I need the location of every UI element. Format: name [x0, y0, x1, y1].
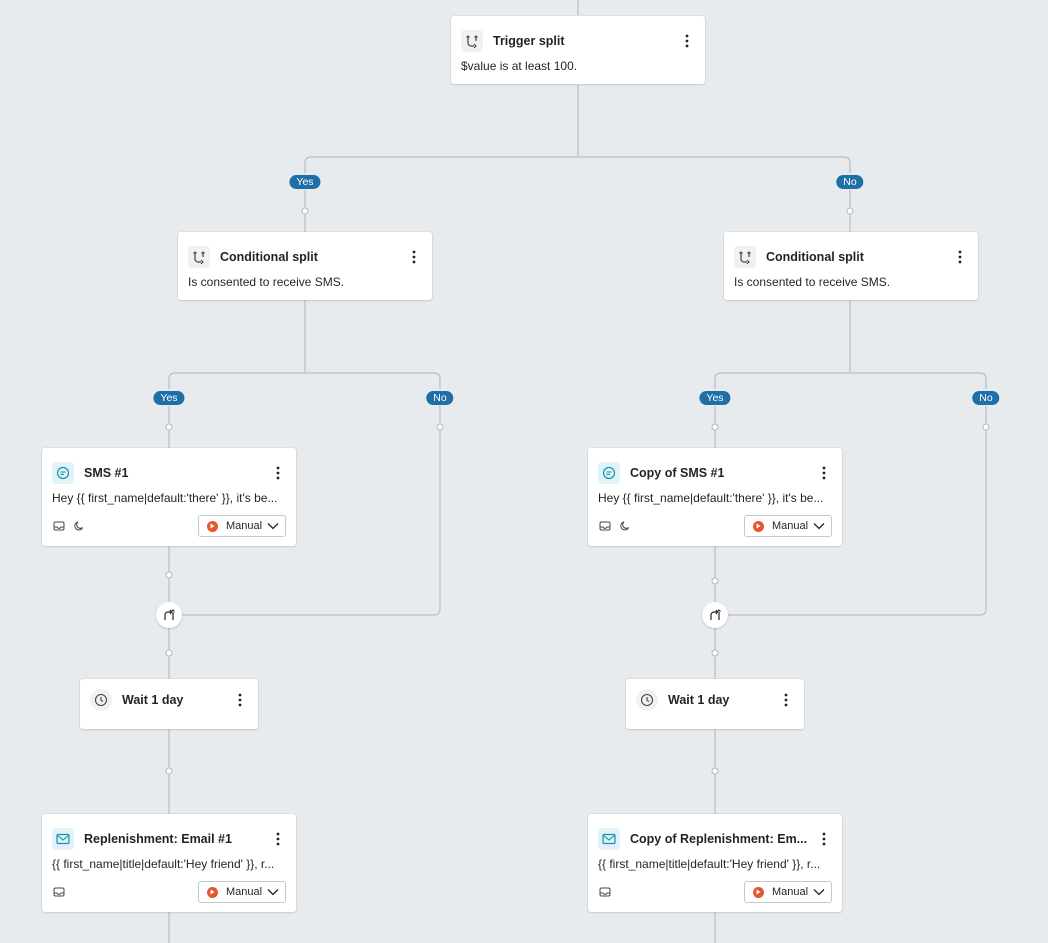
wait-card-right[interactable]: Wait 1 day: [626, 679, 804, 729]
merge-branches-button[interactable]: [156, 602, 182, 628]
inbox-icon: [599, 520, 611, 532]
merge-branches-button[interactable]: [702, 602, 728, 628]
sms-title: SMS #1: [84, 466, 129, 480]
quiet-hours-icon: [73, 520, 85, 532]
sending-mode-select[interactable]: Manual: [744, 881, 832, 903]
manual-status-icon: [753, 520, 764, 532]
more-options-icon[interactable]: [270, 464, 286, 482]
split-icon: [734, 246, 756, 268]
email-title: Copy of Replenishment: Em...: [630, 832, 808, 846]
split-icon: [461, 30, 483, 52]
clock-icon: [636, 689, 658, 711]
sending-mode-label: Manual: [772, 886, 809, 898]
manual-status-icon: [753, 886, 764, 898]
more-options-icon[interactable]: [232, 691, 248, 709]
yes-badge: Yes: [289, 175, 321, 189]
email-card-left[interactable]: Replenishment: Email #1 {{ first_name|ti…: [42, 814, 296, 912]
email-preview: {{ first_name|title|default:'Hey friend'…: [598, 857, 821, 871]
sms-preview: Hey {{ first_name|default:'there' }}, it…: [52, 491, 278, 505]
more-options-icon[interactable]: [816, 464, 832, 482]
sms-card-left[interactable]: SMS #1 Hey {{ first_name|default:'there'…: [42, 448, 296, 546]
email-card-right[interactable]: Copy of Replenishment: Em... {{ first_na…: [588, 814, 842, 912]
sending-mode-select[interactable]: Manual: [198, 881, 286, 903]
sending-mode-label: Manual: [772, 520, 809, 532]
more-options-icon[interactable]: [778, 691, 794, 709]
more-options-icon[interactable]: [679, 32, 695, 50]
conditional-split-card-left[interactable]: Conditional split Is consented to receiv…: [178, 232, 432, 300]
trigger-split-description: $value is at least 100.: [461, 59, 578, 73]
more-options-icon[interactable]: [270, 830, 286, 848]
sms-title: Copy of SMS #1: [630, 466, 725, 480]
sms-preview: Hey {{ first_name|default:'there' }}, it…: [598, 491, 824, 505]
no-badge: No: [972, 391, 1000, 405]
sending-mode-label: Manual: [226, 886, 263, 898]
email-icon: [52, 828, 74, 850]
sending-mode-label: Manual: [226, 520, 263, 532]
quiet-hours-icon: [619, 520, 631, 532]
trigger-split-title: Trigger split: [493, 34, 565, 48]
sms-icon: [598, 462, 620, 484]
inbox-icon: [53, 520, 65, 532]
sms-card-right[interactable]: Copy of SMS #1 Hey {{ first_name|default…: [588, 448, 842, 546]
manual-status-icon: [207, 520, 218, 532]
email-preview: {{ first_name|title|default:'Hey friend'…: [52, 857, 275, 871]
yes-badge: Yes: [699, 391, 731, 405]
wait-title: Wait 1 day: [668, 693, 730, 707]
sms-icon: [52, 462, 74, 484]
sending-mode-select[interactable]: Manual: [198, 515, 286, 537]
inbox-icon: [599, 886, 611, 898]
conditional-split-description: Is consented to receive SMS.: [188, 275, 345, 289]
conditional-split-card-right[interactable]: Conditional split Is consented to receiv…: [724, 232, 978, 300]
more-options-icon[interactable]: [406, 248, 422, 266]
email-title: Replenishment: Email #1: [84, 832, 232, 846]
more-options-icon[interactable]: [952, 248, 968, 266]
email-icon: [598, 828, 620, 850]
chevron-down-icon: [267, 888, 279, 896]
manual-status-icon: [207, 886, 218, 898]
wait-title: Wait 1 day: [122, 693, 184, 707]
inbox-icon: [53, 886, 65, 898]
chevron-down-icon: [813, 522, 825, 530]
split-icon: [188, 246, 210, 268]
clock-icon: [90, 689, 112, 711]
no-badge: No: [836, 175, 864, 189]
wait-card-left[interactable]: Wait 1 day: [80, 679, 258, 729]
more-options-icon[interactable]: [816, 830, 832, 848]
chevron-down-icon: [267, 522, 279, 530]
sending-mode-select[interactable]: Manual: [744, 515, 832, 537]
conditional-split-title: Conditional split: [220, 250, 318, 264]
conditional-split-title: Conditional split: [766, 250, 864, 264]
trigger-split-card[interactable]: Trigger split $value is at least 100.: [451, 16, 705, 84]
no-badge: No: [426, 391, 454, 405]
conditional-split-description: Is consented to receive SMS.: [734, 275, 891, 289]
chevron-down-icon: [813, 888, 825, 896]
yes-badge: Yes: [153, 391, 185, 405]
